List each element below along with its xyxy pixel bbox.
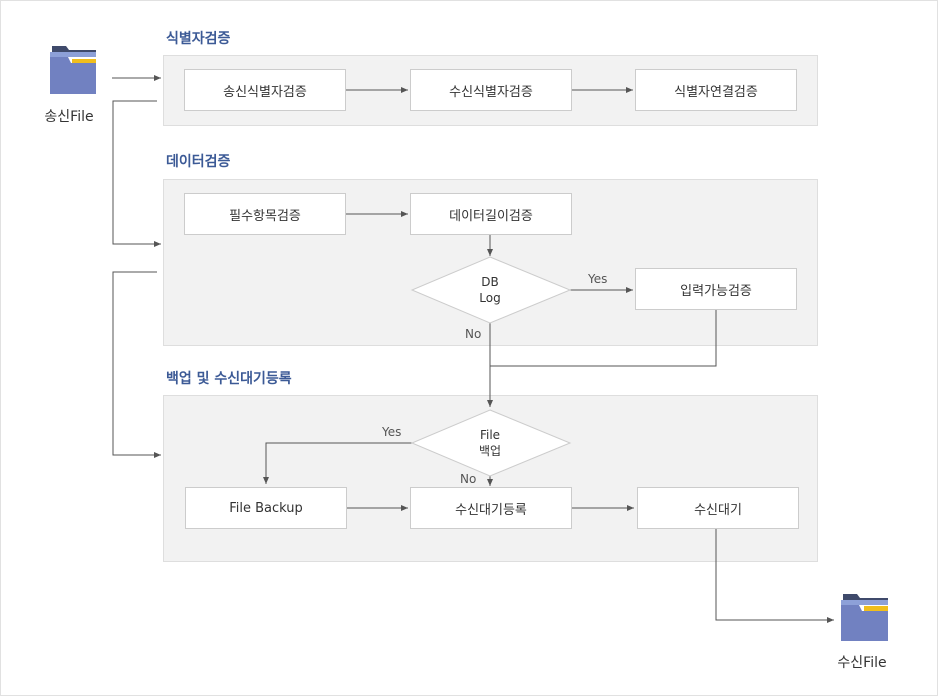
target-folder-icon: [841, 594, 888, 641]
decision-db-log-line1: DB: [481, 275, 499, 289]
arrow-source-to-data-check: [112, 100, 161, 247]
arrow-source-to-backup-register: [112, 271, 161, 458]
arrow-backup-yes-to-file-backup: [263, 442, 412, 484]
decision-db-log-text: DB Log: [450, 272, 530, 308]
decision-db-log: [410, 256, 572, 324]
group-title-id-check: 식별자검증: [166, 31, 231, 47]
node-recv-wait: 수신대기: [637, 487, 799, 529]
node-length-check: 데이터길이검증: [410, 193, 572, 235]
edge-label-db-no: No: [465, 327, 482, 341]
decision-file-backup: [410, 409, 572, 477]
node-id-link-check: 식별자연결검증: [635, 69, 797, 111]
decision-db-log-line2: Log: [479, 291, 501, 305]
node-recv-id-check: 수신식별자검증: [410, 69, 572, 111]
edge-label-backup-yes: Yes: [382, 425, 402, 439]
source-folder-icon: [50, 46, 96, 94]
decision-file-backup-line2: 백업: [478, 444, 502, 458]
node-send-id-check: 송신식별자검증: [184, 69, 346, 111]
decision-file-backup-text: File 백업: [450, 425, 530, 461]
target-file-label: 수신File: [837, 655, 887, 671]
edge-label-backup-no: No: [460, 472, 477, 486]
node-file-backup: File Backup: [185, 487, 347, 529]
arrow-wait-to-target: [715, 529, 834, 623]
group-title-data-check: 데이터검증: [166, 154, 231, 170]
line-input-to-join: [490, 310, 717, 367]
node-input-check: 입력가능검증: [635, 268, 797, 310]
node-required-check: 필수항목검증: [184, 193, 346, 235]
group-title-backup-register: 백업 및 수신대기등록: [166, 371, 292, 387]
decision-diamonds: [410, 256, 572, 477]
node-recv-register: 수신대기등록: [410, 487, 572, 529]
decision-file-backup-line1: File: [479, 428, 501, 442]
source-file-label: 송신File: [44, 109, 94, 125]
edge-label-db-yes: Yes: [588, 272, 608, 286]
